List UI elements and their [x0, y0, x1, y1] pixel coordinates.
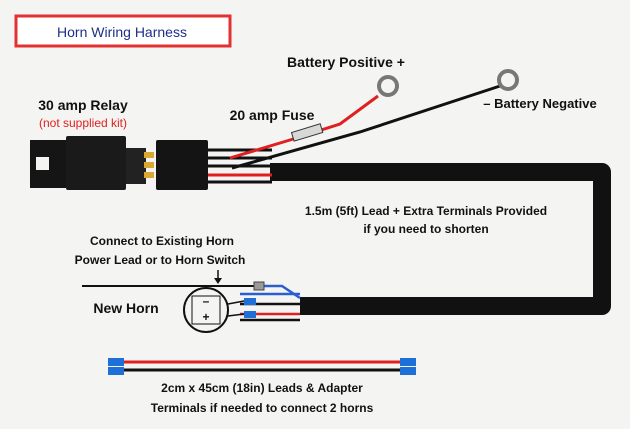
adapter-leads — [108, 358, 416, 375]
leads-label-line2: Terminals if needed to connect 2 horns — [151, 401, 374, 415]
negative-ring-terminal — [497, 69, 519, 91]
fuse-label: 20 amp Fuse — [230, 107, 315, 123]
leads-label-line1: 2cm x 45cm (18in) Leads & Adapter — [161, 381, 363, 395]
horn-plus-symbol: + — [202, 310, 209, 324]
connect-label-line1: Connect to Existing Horn — [90, 234, 234, 248]
fuse — [290, 123, 324, 142]
new-horn-symbol: – + — [183, 287, 245, 333]
adapter-terminal-right-top — [400, 358, 416, 366]
negative-lead — [231, 69, 519, 170]
title: Horn Wiring Harness — [57, 24, 187, 40]
positive-ring-terminal — [377, 75, 399, 97]
new-horn-label: New Horn — [93, 300, 158, 316]
relay-note: (not supplied kit) — [39, 116, 127, 130]
relay-label: 30 amp Relay — [38, 97, 128, 113]
positive-lead — [229, 75, 399, 160]
lead-label-line1: 1.5m (5ft) Lead + Extra Terminals Provid… — [305, 204, 547, 218]
title-box: Horn Wiring Harness — [14, 14, 232, 48]
adapter-terminal-left-bottom — [108, 367, 124, 375]
horn-connection — [82, 270, 301, 322]
relay — [30, 136, 208, 190]
battery-negative-label: – Battery Negative — [483, 96, 596, 111]
horn-minus-symbol: – — [203, 294, 210, 308]
connect-label-line2: Power Lead or to Horn Switch — [75, 253, 246, 267]
lead-label-line2: if you need to shorten — [363, 222, 488, 236]
adapter-terminal-right-bottom — [400, 367, 416, 375]
adapter-terminal-left-top — [108, 358, 124, 366]
battery-positive-label: Battery Positive + — [287, 54, 405, 70]
main-harness-lead — [270, 163, 611, 315]
